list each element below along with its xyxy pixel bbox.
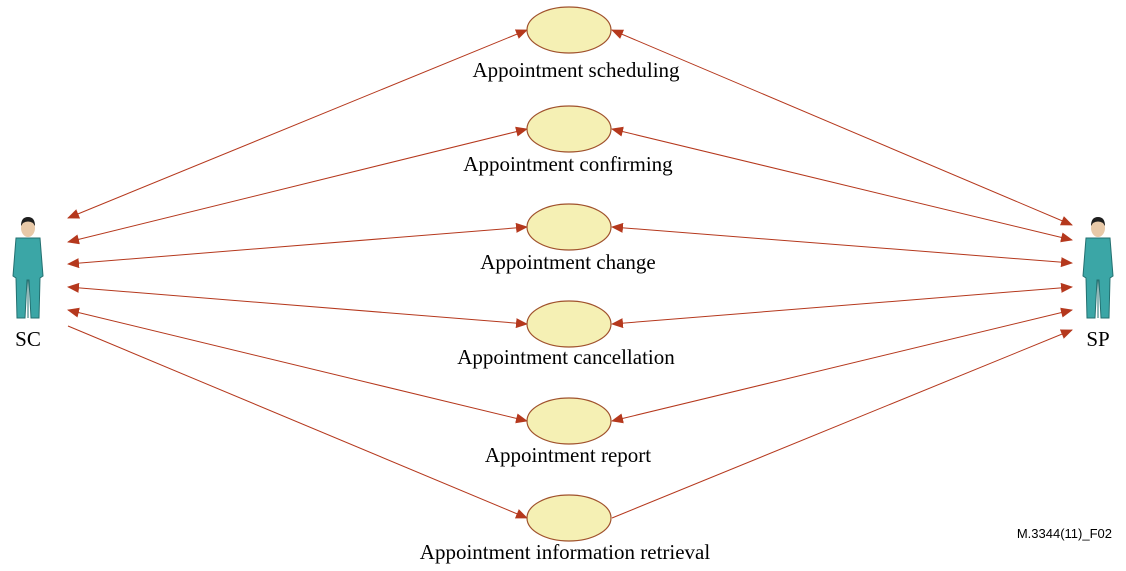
connector-sc-change [67, 222, 528, 269]
connector-lines [67, 29, 1073, 519]
connector-sp-cancellation [611, 282, 1073, 329]
connector-sp-scheduling [611, 29, 1073, 226]
use-case-ellipse [526, 397, 612, 445]
connector-sp-retrieval [611, 329, 1073, 519]
use-case-cancellation: Appointment cancellation [457, 300, 675, 369]
use-case-label: Appointment change [480, 250, 656, 274]
use-case-confirming: Appointment confirming [463, 105, 673, 176]
use-case-label: Appointment report [485, 443, 651, 467]
use-case-label: Appointment scheduling [472, 58, 680, 82]
figure-id: M.3344(11)_F02 [1017, 526, 1112, 541]
connector-sc-confirming [67, 126, 528, 245]
connector-sc-retrieval [67, 325, 528, 519]
use-case-scheduling: Appointment scheduling [472, 6, 680, 82]
use-case-retrieval: Appointment information retrieval [420, 494, 711, 564]
use-case-label: Appointment cancellation [457, 345, 675, 369]
connector-sp-confirming [611, 126, 1073, 243]
actor-sc: SC [12, 217, 44, 351]
use-case-label: Appointment confirming [463, 152, 673, 176]
connector-sc-report [67, 307, 528, 424]
actor-sp-icon [1082, 217, 1114, 319]
use-case-change: Appointment change [480, 203, 656, 274]
use-case-label: Appointment information retrieval [420, 540, 711, 564]
use-case-ellipse [526, 494, 612, 542]
use-case-report: Appointment report [485, 397, 651, 467]
actor-sc-icon [12, 217, 44, 319]
use-case-ellipse [526, 105, 612, 153]
use-case-ellipse [526, 203, 612, 251]
use-case-ellipse [526, 300, 612, 348]
actor-sp: SP [1082, 217, 1114, 351]
connector-sp-report [611, 307, 1073, 424]
actor-sc-label: SC [15, 327, 41, 351]
connector-sp-change [611, 222, 1073, 268]
connector-sc-cancellation [67, 282, 528, 329]
use-case-ellipse [526, 6, 612, 54]
actor-sp-label: SP [1086, 327, 1109, 351]
connector-sc-scheduling [67, 29, 528, 219]
